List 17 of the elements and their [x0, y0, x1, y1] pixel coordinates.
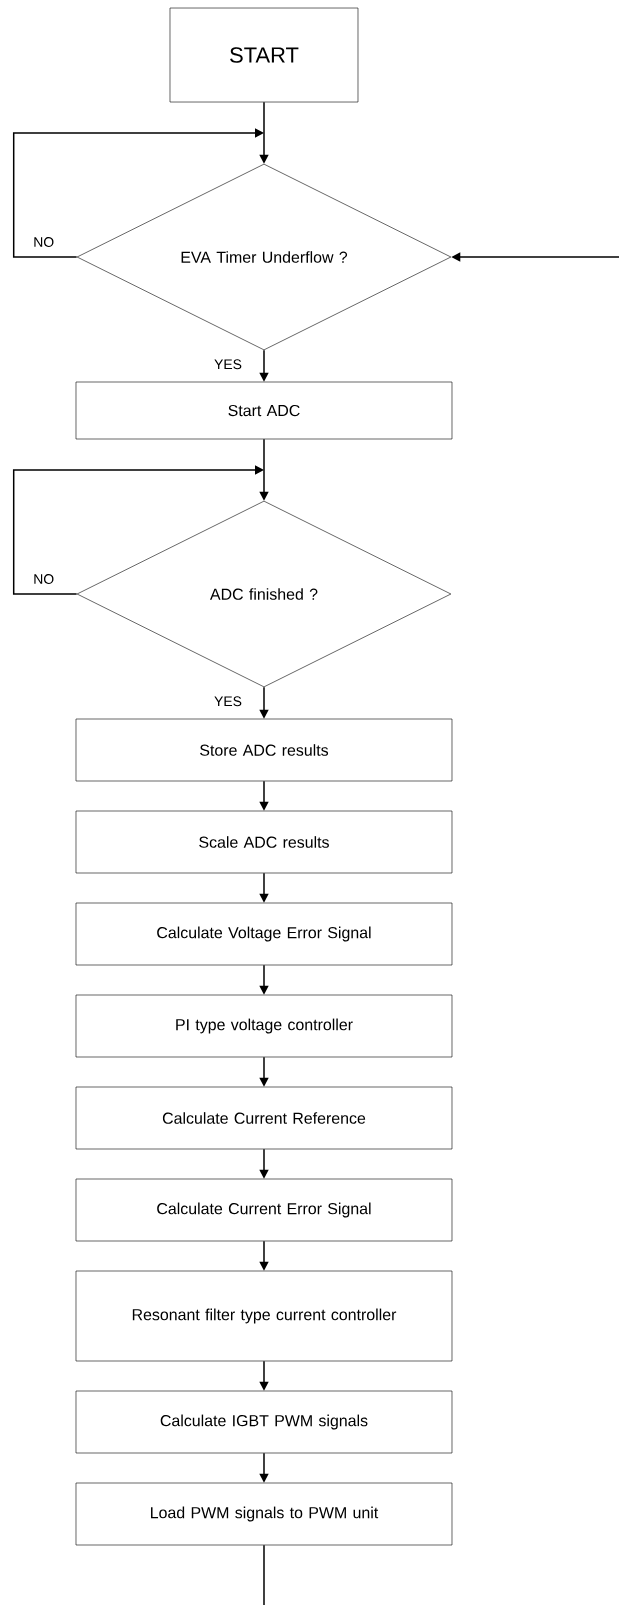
arrow: [12, 465, 264, 595]
process-box: Calculate Voltage Error Signal: [75, 902, 453, 966]
edge-label: YES: [213, 358, 243, 371]
process-box: Calculate Current Reference: [75, 1086, 453, 1150]
process-box: Load PWM signals to PWM unit: [75, 1482, 453, 1546]
process-box: Store ADC results: [75, 718, 453, 782]
arrow: [12, 128, 264, 258]
process-box: Resonant filter type current controller: [75, 1270, 453, 1362]
process-box: Calculate Current Error Signal: [75, 1178, 453, 1242]
edge-label: YES: [213, 695, 243, 708]
edge-label: NO: [32, 236, 56, 248]
process-box: START: [169, 7, 359, 103]
process-box: Start ADC: [75, 381, 453, 440]
process-box: PI type voltage controller: [75, 994, 453, 1058]
edge-label: NO: [32, 573, 56, 585]
process-box: Scale ADC results: [75, 810, 453, 874]
process-box: Calculate IGBT PWM signals: [75, 1390, 453, 1454]
